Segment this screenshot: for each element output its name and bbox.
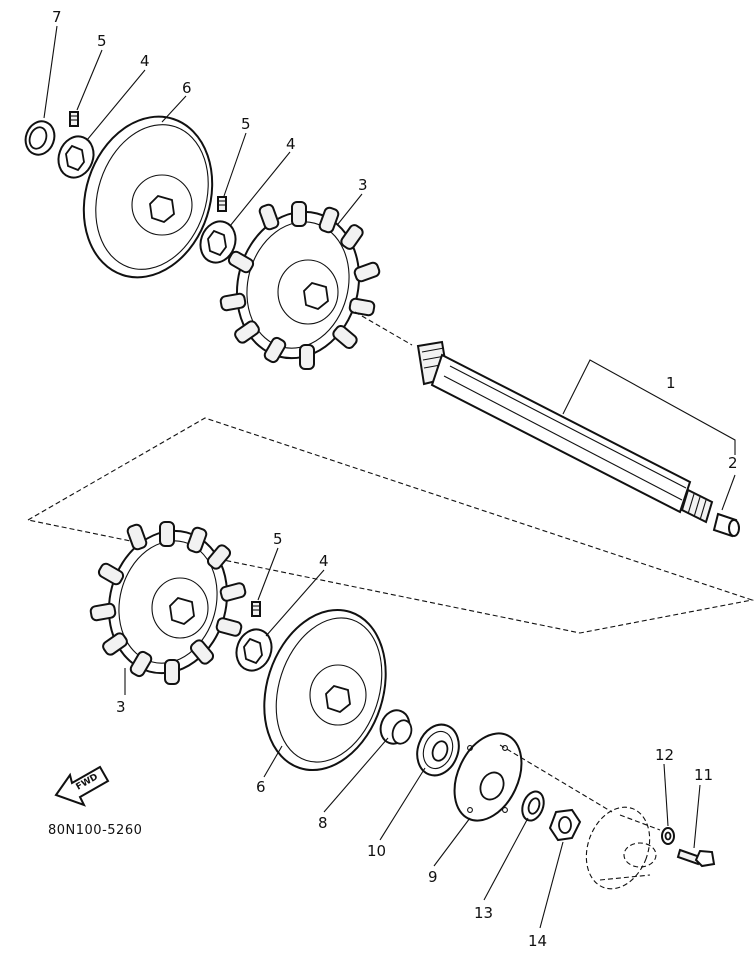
callout-10: 10 <box>367 842 386 860</box>
part-6-idler-wheel <box>82 115 214 279</box>
part-4-hex-collar-3 <box>235 628 273 672</box>
part-2-end-pin <box>712 512 740 538</box>
part-9-retainer-plate <box>453 732 523 822</box>
leader-1 <box>562 359 736 455</box>
part-13-washer <box>521 790 545 822</box>
part-4-hex-collar <box>57 135 95 179</box>
part-11-bolt <box>676 848 716 868</box>
part-10-bearing <box>416 723 460 777</box>
callout-5-b: 5 <box>241 115 251 133</box>
leader-2 <box>721 474 736 511</box>
callout-4: 4 <box>140 52 150 70</box>
callout-6: 6 <box>182 79 192 97</box>
part-number-label: 80N100-5260 <box>48 823 142 838</box>
part-3-drive-sprocket <box>219 201 381 370</box>
callout-8: 8 <box>318 814 328 832</box>
callout-2: 2 <box>728 454 738 472</box>
callout-4-c: 4 <box>319 552 329 570</box>
callout-12: 12 <box>655 746 674 764</box>
callout-4-b: 4 <box>286 135 296 153</box>
callout-5: 5 <box>97 32 107 50</box>
callout-3-b: 3 <box>116 698 126 716</box>
callout-14: 14 <box>528 932 547 950</box>
part-3-drive-sprocket-2 <box>89 521 247 685</box>
part-5-set-screw-2 <box>217 196 227 212</box>
part-7-collar <box>24 120 56 156</box>
callout-3: 3 <box>358 176 368 194</box>
housing-flange-reference <box>499 744 661 890</box>
part-5-set-screw <box>69 111 79 127</box>
part-8-spacer <box>379 709 413 745</box>
part-4-hex-collar-2 <box>199 220 237 264</box>
part-6-idler-wheel-2 <box>263 608 387 772</box>
callout-9: 9 <box>428 868 438 886</box>
callout-7: 7 <box>52 8 62 26</box>
callout-5-c: 5 <box>273 530 283 548</box>
callout-13: 13 <box>474 904 493 922</box>
part-14-nut <box>548 808 582 842</box>
callout-leaders <box>43 25 701 929</box>
fwd-arrow-icon: FWD <box>54 765 110 807</box>
callout-1: 1 <box>666 374 676 392</box>
part-1-drive-axle <box>416 340 714 524</box>
callout-11: 11 <box>694 766 713 784</box>
assembly-boundary <box>26 417 755 634</box>
part-5-set-screw-3 <box>251 601 261 617</box>
callout-6-b: 6 <box>256 778 266 796</box>
part-12-lock-washer <box>661 827 675 845</box>
shaft-centerline <box>354 311 413 346</box>
